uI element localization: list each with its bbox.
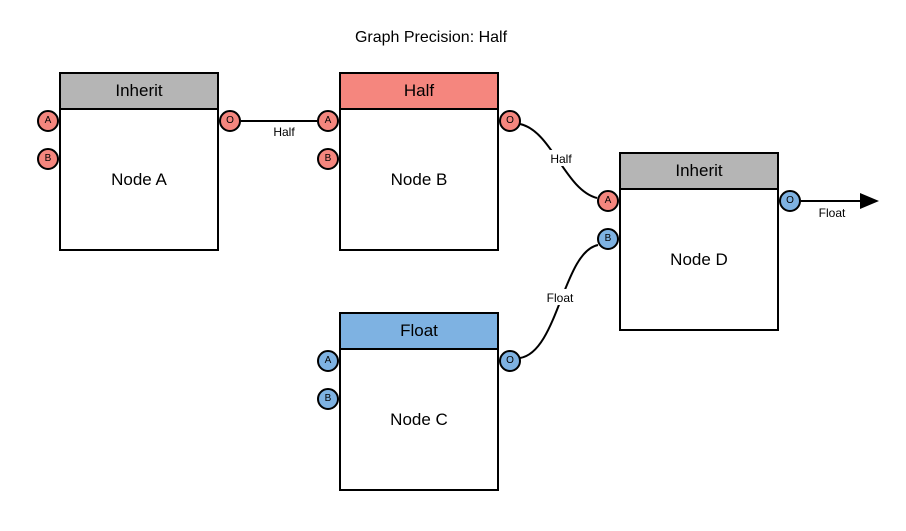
node-a-body: Node A [61, 110, 217, 249]
node-c[interactable]: Float Node C [339, 312, 499, 491]
node-a[interactable]: Inherit Node A [59, 72, 219, 251]
node-d[interactable]: Inherit Node D [619, 152, 779, 331]
node-d-port-o-letter: O [786, 195, 794, 206]
node-d-port-o[interactable]: O [779, 190, 801, 212]
node-a-port-a[interactable]: A [37, 110, 59, 132]
node-a-port-b-letter: B [44, 153, 52, 164]
node-b-header-label: Half [403, 81, 435, 100]
node-c-body: Node C [341, 350, 497, 489]
node-d-port-b-letter: B [604, 233, 612, 244]
node-c-label: Node C [390, 409, 448, 429]
node-a-port-o-letter: O [226, 115, 234, 126]
node-b-header: Half [341, 74, 497, 110]
node-a-port-a-letter: A [44, 115, 52, 126]
node-a-header-label: Inherit [115, 81, 163, 100]
node-a-port-b[interactable]: B [37, 148, 59, 170]
node-b-port-a-letter: A [324, 115, 332, 126]
edge-nodea-to-nodeb-label: Half [273, 125, 295, 139]
node-a-label: Node A [111, 169, 167, 189]
node-b-port-o-letter: O [506, 115, 514, 126]
node-d-header: Inherit [621, 154, 777, 190]
node-c-port-a[interactable]: A [317, 350, 339, 372]
node-d-header-label: Inherit [675, 161, 723, 180]
edge-nodec-to-noded-label: Float [547, 291, 574, 305]
node-b-port-b[interactable]: B [317, 148, 339, 170]
node-b-port-o[interactable]: O [499, 110, 521, 132]
node-b-port-a[interactable]: A [317, 110, 339, 132]
node-d-port-b[interactable]: B [597, 228, 619, 250]
node-a-header: Inherit [61, 74, 217, 110]
node-c-port-b-letter: B [324, 393, 332, 404]
node-d-body: Node D [621, 190, 777, 329]
node-c-header-label: Float [400, 321, 438, 340]
output-arrow-label: Float [819, 206, 846, 220]
node-b-label: Node B [390, 169, 448, 189]
edge-nodeb-to-noded-label-bg [542, 150, 580, 166]
node-c-header: Float [341, 314, 497, 350]
node-b-port-b-letter: B [324, 153, 332, 164]
node-d-label: Node D [670, 249, 728, 269]
node-a-port-o[interactable]: O [219, 110, 241, 132]
node-c-port-o[interactable]: O [499, 350, 521, 372]
node-b-body: Node B [341, 110, 497, 249]
edge-nodeb-to-noded-label: Half [550, 152, 572, 166]
node-d-port-a[interactable]: A [597, 190, 619, 212]
node-c-port-b[interactable]: B [317, 388, 339, 410]
output-arrow-head [860, 193, 879, 209]
edge-nodec-to-noded-label-bg [537, 289, 583, 305]
node-d-port-a-letter: A [604, 195, 612, 206]
graph-title: Graph Precision: Half [354, 29, 508, 46]
node-c-port-o-letter: O [506, 355, 514, 366]
node-c-port-a-letter: A [324, 355, 332, 366]
node-b[interactable]: Half Node B [339, 72, 499, 251]
